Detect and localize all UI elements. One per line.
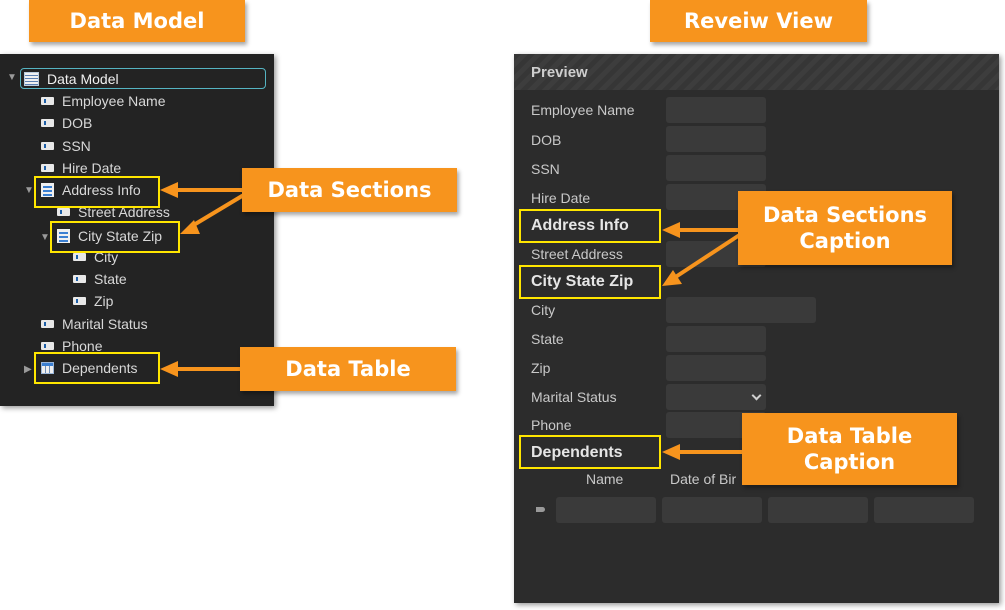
tree-item-label: Marital Status (62, 316, 148, 332)
label-zip: Zip (531, 360, 551, 376)
table-icon (41, 362, 54, 374)
tree-root-selection (20, 68, 266, 89)
data-sections-caption-callout: Data Sections Caption (738, 191, 952, 265)
field-icon (41, 164, 54, 172)
preview-header: Preview (514, 54, 999, 90)
tree-item-label: Street Address (78, 204, 170, 220)
state-input[interactable] (666, 326, 766, 352)
section-icon (41, 183, 54, 197)
data-sections-callout: Data Sections (242, 168, 457, 212)
data-sections-callout-text: Data Sections (267, 177, 432, 202)
tree-item-hire-date[interactable]: Hire Date (41, 158, 121, 178)
data-sections-caption-line1: Data Sections (762, 202, 928, 227)
tree-item-label: SSN (62, 138, 91, 154)
data-table-callout: Data Table (240, 347, 456, 391)
tree-item-city[interactable]: City (73, 247, 118, 267)
tree-item-label: DOB (62, 115, 93, 131)
tree-item-dependents[interactable]: Dependents (41, 358, 138, 378)
label-phone: Phone (531, 417, 572, 433)
label-state: State (531, 331, 564, 347)
tree-item-city-state-zip[interactable]: City State Zip (57, 226, 162, 246)
marital-status-select[interactable] (666, 384, 766, 410)
field-icon (73, 253, 86, 261)
employee-name-input[interactable] (666, 97, 766, 123)
table-cell-1[interactable] (556, 497, 656, 523)
tree-item-label: Employee Name (62, 93, 166, 109)
data-model-tree-panel: ▼ Data Model Employee Name DOB SSN Hire … (0, 54, 274, 406)
field-icon (41, 97, 54, 105)
tree-item-marital-status[interactable]: Marital Status (41, 314, 148, 334)
data-table-caption-callout: Data Table Caption (742, 413, 957, 485)
tree-root-label: Data Model (47, 71, 119, 87)
label-ssn: SSN (531, 161, 560, 177)
label-employee-name: Employee Name (531, 102, 635, 118)
data-sections-caption-line2: Caption (799, 229, 891, 253)
data-table-caption-line2: Caption (803, 450, 896, 474)
table-cell-2[interactable] (662, 497, 762, 523)
data-table-callout-text: Data Table (285, 356, 411, 381)
section-caption-dependents: Dependents (531, 444, 623, 461)
tree-item-zip[interactable]: Zip (73, 291, 113, 311)
tree-item-address-info[interactable]: Address Info (41, 180, 141, 200)
tree-item-employee-name[interactable]: Employee Name (41, 91, 166, 111)
preview-title: Preview (531, 64, 588, 81)
label-dob: DOB (531, 132, 562, 148)
tree-root[interactable]: Data Model (24, 69, 119, 89)
city-input[interactable] (666, 297, 816, 323)
label-street-address: Street Address (531, 246, 623, 262)
field-icon (57, 208, 70, 216)
section-caption-address-info: Address Info (531, 217, 629, 234)
section-caption-city-state-zip: City State Zip (531, 273, 634, 290)
table-header-name: Name (586, 471, 624, 487)
tree-item-ssn[interactable]: SSN (41, 136, 91, 156)
data-model-title-banner: Data Model (29, 0, 245, 42)
expand-arrow-icon[interactable]: ▼ (24, 185, 34, 196)
field-icon (41, 320, 54, 328)
tree-item-phone[interactable]: Phone (41, 336, 102, 356)
ssn-input[interactable] (666, 155, 766, 181)
table-cell-4[interactable] (874, 497, 974, 523)
data-model-icon (24, 72, 39, 86)
review-view-title: Reveiw View (684, 8, 833, 33)
tree-item-state[interactable]: State (73, 269, 127, 289)
field-icon (41, 142, 54, 150)
tree-item-label: City State Zip (78, 228, 163, 244)
review-view-title-banner: Reveiw View (650, 0, 867, 42)
edit-row-icon[interactable] (536, 507, 545, 512)
preview-panel: Preview Employee Name DOB SSN Hire Date … (514, 54, 999, 603)
tree-item-label: Address Info (62, 182, 141, 198)
collapse-arrow-icon[interactable]: ▶ (24, 364, 32, 375)
field-icon (41, 342, 54, 350)
tree-item-dob[interactable]: DOB (41, 113, 92, 133)
tree-item-label: Hire Date (62, 160, 122, 176)
field-icon (41, 119, 54, 127)
section-icon (57, 229, 70, 243)
label-city: City (531, 302, 556, 318)
expand-arrow-icon[interactable]: ▼ (7, 72, 17, 83)
zip-input[interactable] (666, 355, 766, 381)
expand-arrow-icon[interactable]: ▼ (40, 232, 50, 243)
dob-input[interactable] (666, 126, 766, 152)
label-marital-status: Marital Status (531, 389, 617, 405)
data-model-title: Data Model (69, 8, 205, 33)
field-icon (73, 297, 86, 305)
tree-item-label: Zip (94, 293, 114, 309)
table-header-date-of-birth: Date of Bir (670, 471, 737, 487)
table-cell-3[interactable] (768, 497, 868, 523)
tree-item-label: Phone (62, 338, 103, 354)
field-icon (73, 275, 86, 283)
data-table-caption-line1: Data Table (786, 423, 913, 448)
tree-item-street-address[interactable]: Street Address (57, 202, 170, 222)
tree-item-label: State (94, 271, 127, 287)
tree-item-label: Dependents (62, 360, 138, 376)
label-hire-date: Hire Date (531, 190, 591, 206)
tree-item-label: City (94, 249, 119, 265)
